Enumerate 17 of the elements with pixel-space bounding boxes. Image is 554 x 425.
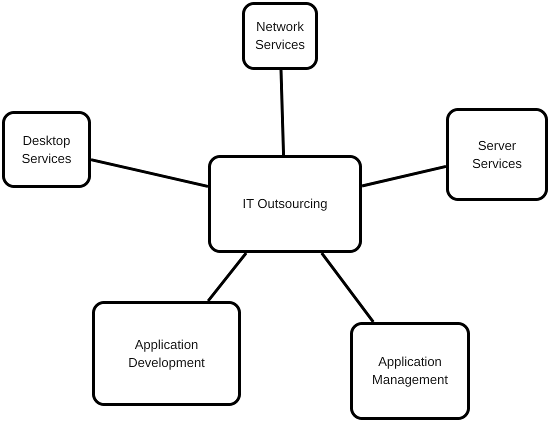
node-label: Application Management [371, 353, 449, 389]
connector-line [206, 252, 248, 302]
rounded-box [242, 2, 318, 70]
connector-line [280, 70, 286, 156]
rounded-box [2, 111, 91, 188]
rounded-box [208, 155, 362, 253]
node-label: Application Development [127, 336, 206, 372]
rounded-box [350, 322, 470, 420]
node-label: Desktop Services [20, 132, 72, 168]
connector-line [90, 158, 208, 188]
rounded-box [446, 108, 548, 201]
node-label: Server Services [471, 136, 523, 172]
connector-line [320, 252, 375, 323]
rounded-box [92, 301, 241, 406]
connector-line [362, 164, 446, 188]
node-label: Network Services [254, 18, 306, 54]
node-label: IT Outsourcing [242, 195, 328, 213]
